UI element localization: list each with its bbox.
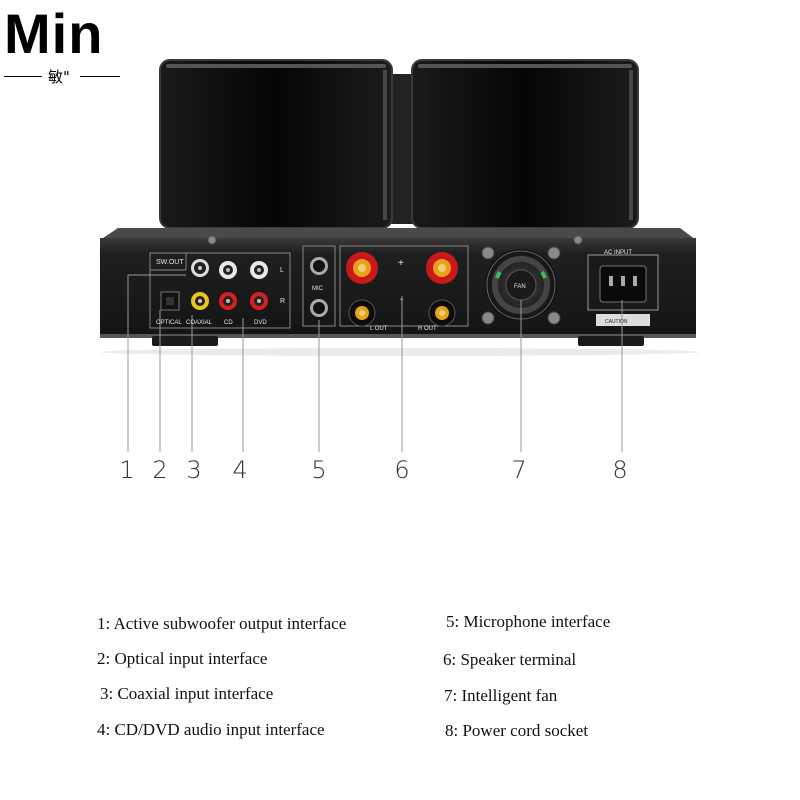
legend-item-2: 2: Optical input interface [97,649,268,668]
logo-line-right [80,76,120,77]
label-mic: MIC [312,286,324,292]
coaxial-jack [191,292,209,310]
sw-out-jack [191,259,209,277]
foot-right [578,336,644,346]
callout-number-4: 4 [232,456,248,484]
optical-port [160,291,180,311]
legend-item-5: 5: Microphone interface [446,612,611,631]
legend-item-4: 4: CD/DVD audio input interface [97,720,325,739]
logo-line-left [4,76,42,77]
logo-sub-text: 敏" [48,68,70,86]
label-optical: OPTICAL [156,320,182,326]
cd-left-jack [219,261,237,279]
legend-item-7: 7: Intelligent fan [444,686,558,705]
callout-number-1: 1 [119,456,135,484]
brand-logo: Min 敏" [4,2,124,92]
transformer-left [159,59,393,229]
ac-input-socket [587,254,659,326]
label-sw-out: SW.OUT [156,259,184,266]
dvd-left-jack [250,261,268,279]
label-coaxial: COAXIAL [186,320,213,326]
callout-number-5: 5 [311,456,327,484]
mic-jack-1 [310,257,328,275]
foot-left [152,336,218,346]
dvd-right-jack [250,292,268,310]
callout-lines [127,274,623,452]
mic-jack-2 [310,299,328,317]
label-cd: CD [224,320,233,326]
label-l: L [280,267,284,274]
cd-right-jack [219,292,237,310]
speaker-terminal-r-minus [428,299,456,327]
label-dvd: DVD [254,320,267,326]
label-caution: CAUTION [605,319,628,325]
label-r-out: R OUT [418,326,437,332]
input-section-frame [149,252,291,329]
chassis-top-edge [100,228,696,240]
label-l-out: L OUT [370,326,388,332]
callout-number-6: 6 [394,456,410,484]
legend-item-3: 3: Coaxial input interface [100,684,274,703]
callout-number-2: 2 [152,456,168,484]
label-ac-input: AC INPUT [604,250,632,256]
legend-item-1: 1: Active subwoofer output interface [97,614,347,633]
callout-number-7: 7 [511,456,527,484]
label-r: R [280,298,285,305]
speaker-terminal-l-minus [348,299,376,327]
speaker-terminal-r-plus [426,252,458,284]
callout-number-8: 8 [612,456,628,484]
label-fan: FAN [514,284,526,290]
fan-unit [481,246,561,325]
label-plus: + [398,258,404,269]
logo-brand-text: Min [4,2,104,65]
legend-item-8: 8: Power cord socket [445,721,589,740]
speaker-terminal-l-plus [346,252,378,284]
label-minus: - [400,294,403,304]
transformer-right [411,59,639,229]
legend-item-6: 6: Speaker terminal [443,650,577,669]
speaker-section-frame [339,245,469,327]
callout-number-3: 3 [186,456,202,484]
